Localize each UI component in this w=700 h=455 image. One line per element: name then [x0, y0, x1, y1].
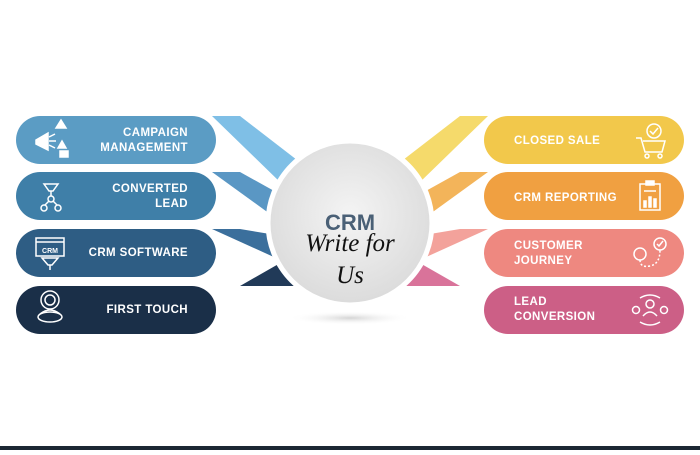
- right-item-4-line2: CONVERSION: [514, 311, 596, 323]
- right-arm-3: [424, 229, 488, 258]
- center-circle: [265, 138, 435, 308]
- left-item-2-line2: LEAD: [155, 198, 188, 210]
- left-pill-2: [16, 172, 216, 220]
- left-item-1-line2: MANAGEMENT: [100, 142, 188, 154]
- right-item-2-label: CRM REPORTING: [514, 191, 629, 206]
- left-item-4-label: FIRST TOUCH: [70, 303, 188, 318]
- left-arm-1: [212, 116, 297, 184]
- report-chart-icon: [639, 180, 661, 211]
- left-arm-4: [212, 262, 297, 286]
- cart-check-icon: [636, 123, 666, 159]
- right-item-2-line1: CRM REPORTING: [514, 192, 617, 204]
- left-item-2-line1: CONVERTED: [112, 183, 188, 195]
- left-item-3-line1: CRM SOFTWARE: [88, 247, 188, 259]
- center-write-for-us: Write for Us: [272, 228, 428, 292]
- left-item-2-label: CONVERTED LEAD: [80, 182, 188, 212]
- megaphone-icon: [35, 118, 69, 158]
- right-pill-1: [484, 116, 684, 164]
- touch-person-icon: [37, 290, 63, 323]
- left-item-1-label: CAMPAIGN MANAGEMENT: [80, 126, 188, 156]
- left-item-1-line1: CAMPAIGN: [123, 127, 188, 139]
- left-item-4-line1: FIRST TOUCH: [106, 304, 188, 316]
- right-arm-2: [424, 172, 488, 214]
- right-item-3-line2: JOURNEY: [514, 255, 573, 267]
- bottom-rule: [0, 446, 700, 450]
- person-exchange-icon: [631, 294, 669, 326]
- left-arm-2: [212, 172, 276, 214]
- right-pill-3: [484, 229, 684, 277]
- center-line2: Write for: [305, 230, 395, 257]
- crm-window-icon: CRM: [35, 237, 65, 270]
- center-shadow: [288, 311, 412, 325]
- right-item-4-label: LEAD CONVERSION: [514, 295, 629, 325]
- right-item-4-line1: LEAD: [514, 296, 547, 308]
- center-line3: Us: [336, 262, 364, 289]
- left-item-3-label: CRM SOFTWARE: [70, 246, 188, 261]
- right-item-3-line1: CUSTOMER: [514, 240, 583, 252]
- right-arm-4: [403, 262, 488, 286]
- right-arm-1: [403, 116, 488, 184]
- left-pill-3: [16, 229, 216, 277]
- center-crm-label: CRM: [324, 210, 376, 235]
- journey-path-icon: [633, 237, 667, 268]
- right-pill-2: [484, 172, 684, 220]
- right-item-3-label: CUSTOMER JOURNEY: [514, 239, 629, 269]
- right-pill-4: [484, 286, 684, 334]
- left-pill-4: [16, 286, 216, 334]
- right-item-1-label: CLOSED SALE: [514, 134, 629, 149]
- funnel-network-icon: [40, 183, 62, 212]
- right-item-1-line1: CLOSED SALE: [514, 135, 601, 147]
- svg-text:CRM: CRM: [42, 248, 58, 255]
- left-arm-3: [212, 229, 276, 258]
